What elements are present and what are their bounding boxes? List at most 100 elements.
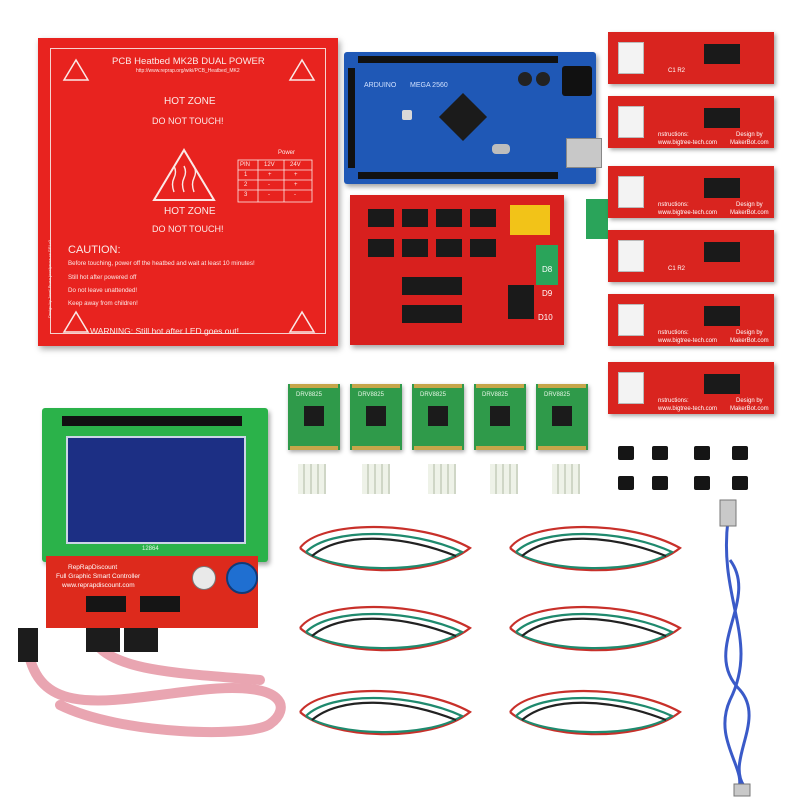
output-label: D8 [542,265,553,274]
driver-label: DRV8825 [358,392,384,398]
driver-label: DRV8825 [544,392,570,398]
endstop-cable [509,605,682,652]
power-table [237,159,313,203]
endstop-text: Design by [736,202,763,208]
pin-header [358,172,558,179]
usb-plug [719,499,751,797]
usb-cable [723,519,751,791]
table-cell: - [268,192,270,198]
driver-label: DRV8825 [420,392,446,398]
reset-button [192,566,216,590]
endstop-text: Design by [736,398,763,404]
driver-slot [470,209,496,227]
endstop-text: MakerBot.com [730,406,769,412]
endstop-switch: C1 R2 [608,230,774,282]
mega-2560-board: MEGA 2560 ARDUINO [344,52,602,184]
heatbed-title: PCB Heatbed MK2B DUAL POWER [112,56,265,67]
driver-slot [402,277,462,295]
endstop-connector [618,176,644,208]
endstop-switch: nstructions: www.bigtree-tech.com Design… [608,362,774,414]
stepper-driver: DRV8825 [474,384,526,450]
driver-chip [366,406,386,426]
endstop-switch: C1 R2 [608,32,774,84]
ribbon-cable [23,641,286,737]
endstop-text: MakerBot.com [730,140,769,146]
fuse [510,205,550,235]
power-jack [562,66,592,96]
driver-label: DRV8825 [482,392,508,398]
endstop-cable [299,525,472,572]
driver-chip [304,406,324,426]
table-cell: 2 [244,182,248,188]
table-header: PIN [240,162,251,168]
endstop-text: www.bigtree-tech.com [658,140,718,146]
jumper-cap [732,446,748,460]
endstop-switch: nstructions: www.bigtree-tech.com Design… [608,294,774,346]
table-cell: + [268,172,272,178]
heatsink [552,464,580,494]
caution-line: Do not leave unattended! [68,287,138,294]
pin-header [358,56,558,63]
stepper-driver: DRV8825 [288,384,340,450]
driver-pins [476,446,524,450]
table-cell: 1 [244,172,248,178]
driver-slot [470,239,496,257]
lcd-model: 12864 [142,546,159,552]
microswitch [704,242,740,262]
lcd-header [62,416,242,426]
jumper-cap [652,446,668,460]
driver-pins [290,384,338,388]
table-header: 24V [290,162,301,168]
driver-label: DRV8825 [296,392,322,398]
heatbed-url: http://www.reprap.org/wiki/PCB_Heatbed_M… [136,68,240,74]
table-header: 12V [264,162,275,168]
driver-pins [538,384,586,388]
endstop-text: nstructions: [658,330,689,336]
microswitch [704,44,740,64]
endstop-text: nstructions: [658,132,689,138]
driver-pins [352,384,400,388]
microswitch [704,374,740,394]
table-cell: + [294,172,298,178]
heatsink [490,464,518,494]
caution-line: Before touching, power off the heatbed a… [68,260,255,267]
driver-slot [368,239,394,257]
endstop-connector [618,240,644,272]
mega-label: MEGA 2560 [410,82,448,89]
power-terminal [536,245,558,285]
endstop-text: Design by [736,330,763,336]
jumper-cap [694,476,710,490]
heatsink [362,464,390,494]
jumper-cap [732,476,748,490]
heatsink [298,464,326,494]
endstop-text: MakerBot.com [730,338,769,344]
endstop-label: C1 R2 [668,266,686,272]
driver-slot [402,239,428,257]
driver-pins [414,384,462,388]
table-cell: - [294,192,296,198]
caution-line: Still hot after powered off [68,274,137,281]
endstop-switch: nstructions: www.bigtree-tech.com Design… [608,96,774,148]
corner-warning-icon [62,58,316,333]
endstop-text: nstructions: [658,398,689,404]
jumper-cap [652,476,668,490]
driver-pins [352,446,400,450]
driver-pins [476,384,524,388]
power-terminal [586,199,608,239]
microswitch [704,178,740,198]
driver-chip [428,406,448,426]
ribbon-header [86,596,126,612]
ribbon-header [140,596,180,612]
mosfet [508,285,534,319]
stepper-driver: DRV8825 [536,384,588,450]
caution-line: Keep away from children! [68,300,138,307]
heatsink [428,464,456,494]
driver-pins [414,446,462,450]
do-not-touch-text: DO NOT TOUCH! [152,116,224,126]
endstop-text: MakerBot.com [730,210,769,216]
capacitor [536,72,550,86]
capacitor [518,72,532,86]
heatbed-pcb: PCB Heatbed MK2B DUAL POWER http://www.r… [38,38,338,346]
endstop-cable [299,605,472,652]
hot-warning-icon [152,148,216,201]
